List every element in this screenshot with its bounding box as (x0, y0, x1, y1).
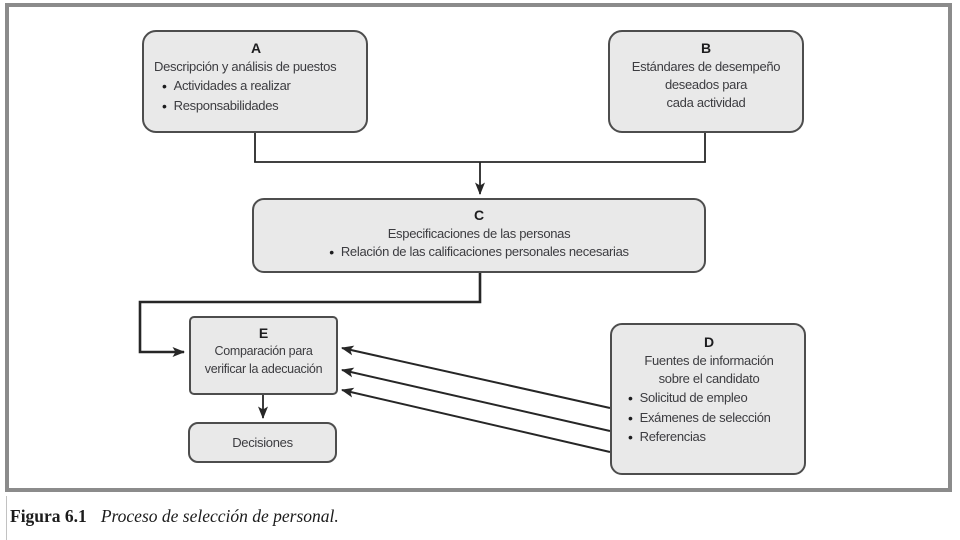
bullet-text: Solicitud de empleo (639, 390, 748, 406)
box-e-line: Comparación para (214, 344, 313, 359)
box-c-person-specifications: C Especificaciones de las personas Relac… (252, 198, 706, 273)
box-a-title: Descripción y análisis de puestos (154, 59, 337, 75)
box-d-letter: D (703, 334, 715, 350)
connector-ab-to-c (254, 133, 706, 195)
bullet-text: Exámenes de selección (639, 409, 771, 425)
figure-title: Proceso de selección de personal. (100, 506, 339, 526)
box-b-performance-standards: B Estándares de desempeño deseados para … (608, 30, 804, 133)
box-c-bullet: Relación de las calificaciones personale… (329, 243, 629, 262)
bullet-item: Exámenes de selección (620, 409, 798, 428)
bullet-text: Actividades a realizar (173, 78, 291, 94)
box-b-line: cada actividad (666, 95, 746, 111)
box-d-information-sources: D Fuentes de información sobre el candid… (610, 323, 806, 475)
box-e-line: verificar la adecuación (204, 361, 323, 376)
connectors-d-to-e (341, 345, 611, 453)
box-a-letter: A (250, 40, 262, 56)
box-a-job-description: A Descripción y análisis de puestos Acti… (142, 30, 368, 133)
figure-caption: Figura 6.1 Proceso de selección de person… (10, 506, 339, 527)
box-e-comparison: E Comparación para verificar la adecuaci… (189, 316, 338, 395)
figure-number: Figura 6.1 (10, 506, 87, 526)
box-a-bullets: Actividades a realizar Responsabilidades (154, 77, 358, 116)
box-b-line: deseados para (664, 77, 748, 93)
box-d-title-line: sobre el candidato (658, 371, 760, 387)
bullet-text: Relación de las calificaciones personale… (340, 244, 629, 260)
box-decisions: Decisiones (188, 422, 337, 463)
bullet-item: Referencias (620, 428, 798, 447)
box-c-letter: C (473, 207, 485, 223)
box-e-letter: E (258, 325, 269, 341)
connector-c-to-e (138, 273, 482, 357)
bullet-text: Referencias (639, 428, 706, 444)
box-d-bullets: Solicitud de empleo Exámenes de selecció… (620, 389, 798, 447)
bullet-item: Solicitud de empleo (620, 389, 798, 408)
box-c-title: Especificaciones de las personas (387, 226, 571, 242)
box-b-letter: B (700, 40, 712, 56)
bullet-item: Actividades a realizar (154, 77, 358, 96)
box-d-title-line: Fuentes de información (644, 353, 774, 369)
decisions-label: Decisiones (232, 434, 293, 450)
bullet-text: Responsabilidades (173, 97, 279, 113)
box-b-line: Estándares de desempeño (631, 59, 781, 75)
bullet-item: Responsabilidades (154, 97, 358, 116)
page-edge-line (6, 496, 7, 540)
